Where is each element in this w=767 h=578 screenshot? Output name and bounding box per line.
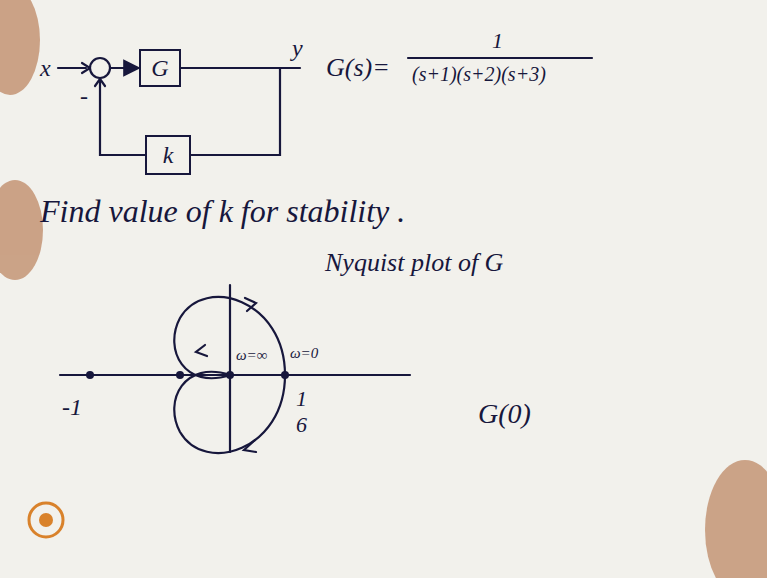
point bbox=[226, 371, 234, 379]
arrow-head bbox=[95, 79, 105, 86]
axis-value: -1 bbox=[62, 395, 82, 419]
transfer-block: k bbox=[145, 135, 191, 175]
arrow-head bbox=[196, 345, 207, 356]
fraction-bar bbox=[408, 57, 592, 59]
hand bbox=[0, 180, 43, 280]
logo-core bbox=[39, 513, 53, 527]
input-wire bbox=[58, 67, 86, 69]
summing-junction bbox=[90, 58, 110, 78]
point bbox=[86, 371, 94, 379]
frequency-label: ω=0 bbox=[290, 346, 318, 361]
nyquist-curve bbox=[174, 372, 285, 453]
real-axis bbox=[60, 374, 410, 376]
transfer-block: G bbox=[139, 49, 181, 87]
signal-wire bbox=[181, 68, 280, 155]
logo-ring bbox=[29, 503, 63, 537]
imaginary-axis bbox=[229, 285, 231, 452]
point bbox=[281, 371, 289, 379]
arrow-head bbox=[244, 440, 256, 452]
output-signal: y bbox=[292, 36, 303, 60]
problem-statement: Find value of k for stability . bbox=[40, 195, 405, 227]
input-signal: x bbox=[40, 56, 51, 80]
hand bbox=[705, 460, 767, 578]
transfer-function: G(s)= bbox=[326, 55, 390, 81]
hand bbox=[0, 0, 40, 95]
arrow-head bbox=[82, 63, 90, 73]
block-label: k bbox=[163, 143, 174, 167]
arrow-head bbox=[245, 298, 256, 311]
point bbox=[176, 371, 184, 379]
axis-value: 1 bbox=[296, 388, 307, 410]
numerator: 1 bbox=[492, 30, 503, 52]
block-label: G bbox=[151, 56, 168, 80]
axis-value: 6 bbox=[296, 414, 307, 436]
denominator: (s+1)(s+2)(s+3) bbox=[412, 64, 546, 84]
expression: G(0) bbox=[478, 400, 531, 428]
frequency-label: ω=∞ bbox=[236, 348, 267, 363]
nyquist-curve bbox=[174, 297, 285, 378]
output-wire bbox=[280, 67, 300, 69]
logo bbox=[29, 503, 63, 537]
sign: - bbox=[80, 84, 88, 108]
plot-title: Nyquist plot of G bbox=[325, 250, 503, 276]
